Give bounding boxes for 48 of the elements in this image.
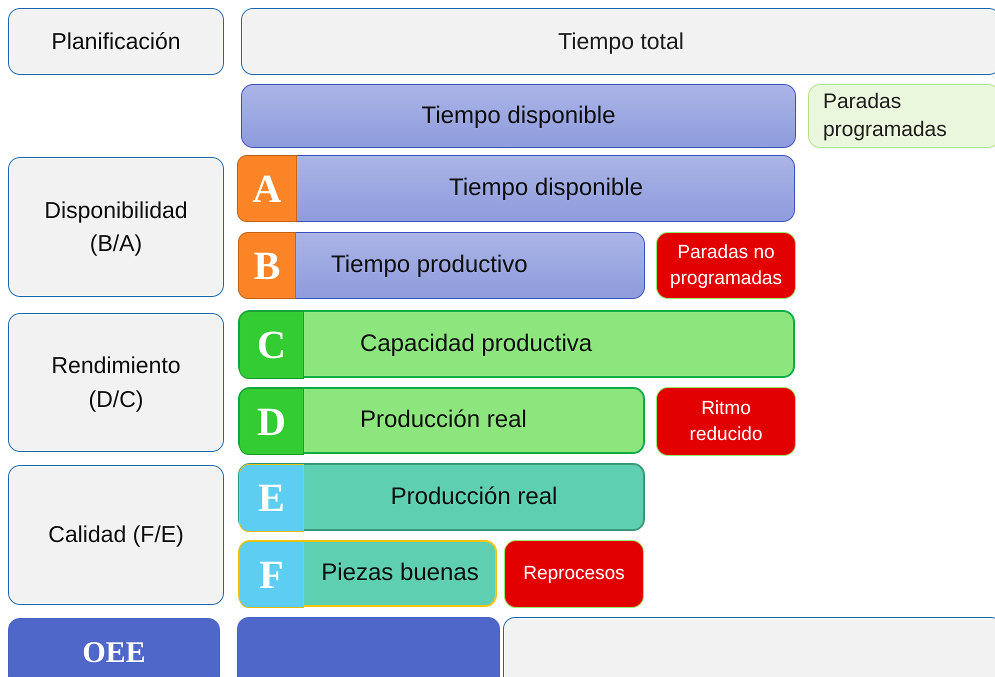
letter: F <box>259 550 284 598</box>
row-label-box <box>8 157 224 297</box>
label: Paradas programadas <box>823 88 948 143</box>
letter: B <box>254 242 280 290</box>
letter-tab <box>238 232 296 299</box>
time-bar <box>238 232 645 299</box>
letter-tab <box>239 541 304 608</box>
oee-box <box>8 618 220 677</box>
label: Reprocesos <box>523 562 625 586</box>
row-label-box <box>8 465 224 605</box>
label: Ritmo reducido <box>688 396 764 446</box>
letter: E <box>258 474 285 522</box>
capacity-bar <box>238 387 645 454</box>
loss-box <box>656 232 796 299</box>
label: Producción real <box>360 405 527 436</box>
time-bar <box>241 84 796 148</box>
label: Tiempo disponible <box>422 100 616 131</box>
letter-tab <box>239 311 304 379</box>
label: Disponibilidad (B/A) <box>43 196 189 258</box>
empty-box <box>503 617 995 677</box>
letter-tab <box>239 464 304 532</box>
loss-box <box>504 540 644 608</box>
label: Tiempo total <box>558 26 684 56</box>
capacity-bar <box>238 310 795 378</box>
letter: D <box>257 398 286 446</box>
time-bar <box>237 155 795 222</box>
row-label-box <box>8 8 224 75</box>
letter: A <box>252 164 282 212</box>
filled-bar <box>237 617 500 677</box>
label: Tiempo productivo <box>331 250 528 280</box>
label: Calidad (F/E) <box>48 520 184 550</box>
letter: C <box>257 321 286 369</box>
label: Tiempo disponible <box>449 173 643 204</box>
quality-bar <box>238 540 497 607</box>
label: Rendimiento (D/C) <box>50 351 182 414</box>
row-label-box <box>8 313 224 452</box>
quality-bar <box>238 463 645 531</box>
label: Piezas buenas <box>321 558 479 588</box>
label: Capacidad productiva <box>360 328 592 359</box>
label: Planificación <box>51 26 181 56</box>
label: OEE <box>82 635 146 672</box>
letter-tab <box>239 388 304 455</box>
letter-tab <box>237 155 297 222</box>
bar-box <box>241 8 995 75</box>
loss-box <box>656 387 796 456</box>
label: Paradas no programadas <box>669 240 783 290</box>
label: Producción real <box>390 482 558 512</box>
note-box <box>808 84 995 148</box>
